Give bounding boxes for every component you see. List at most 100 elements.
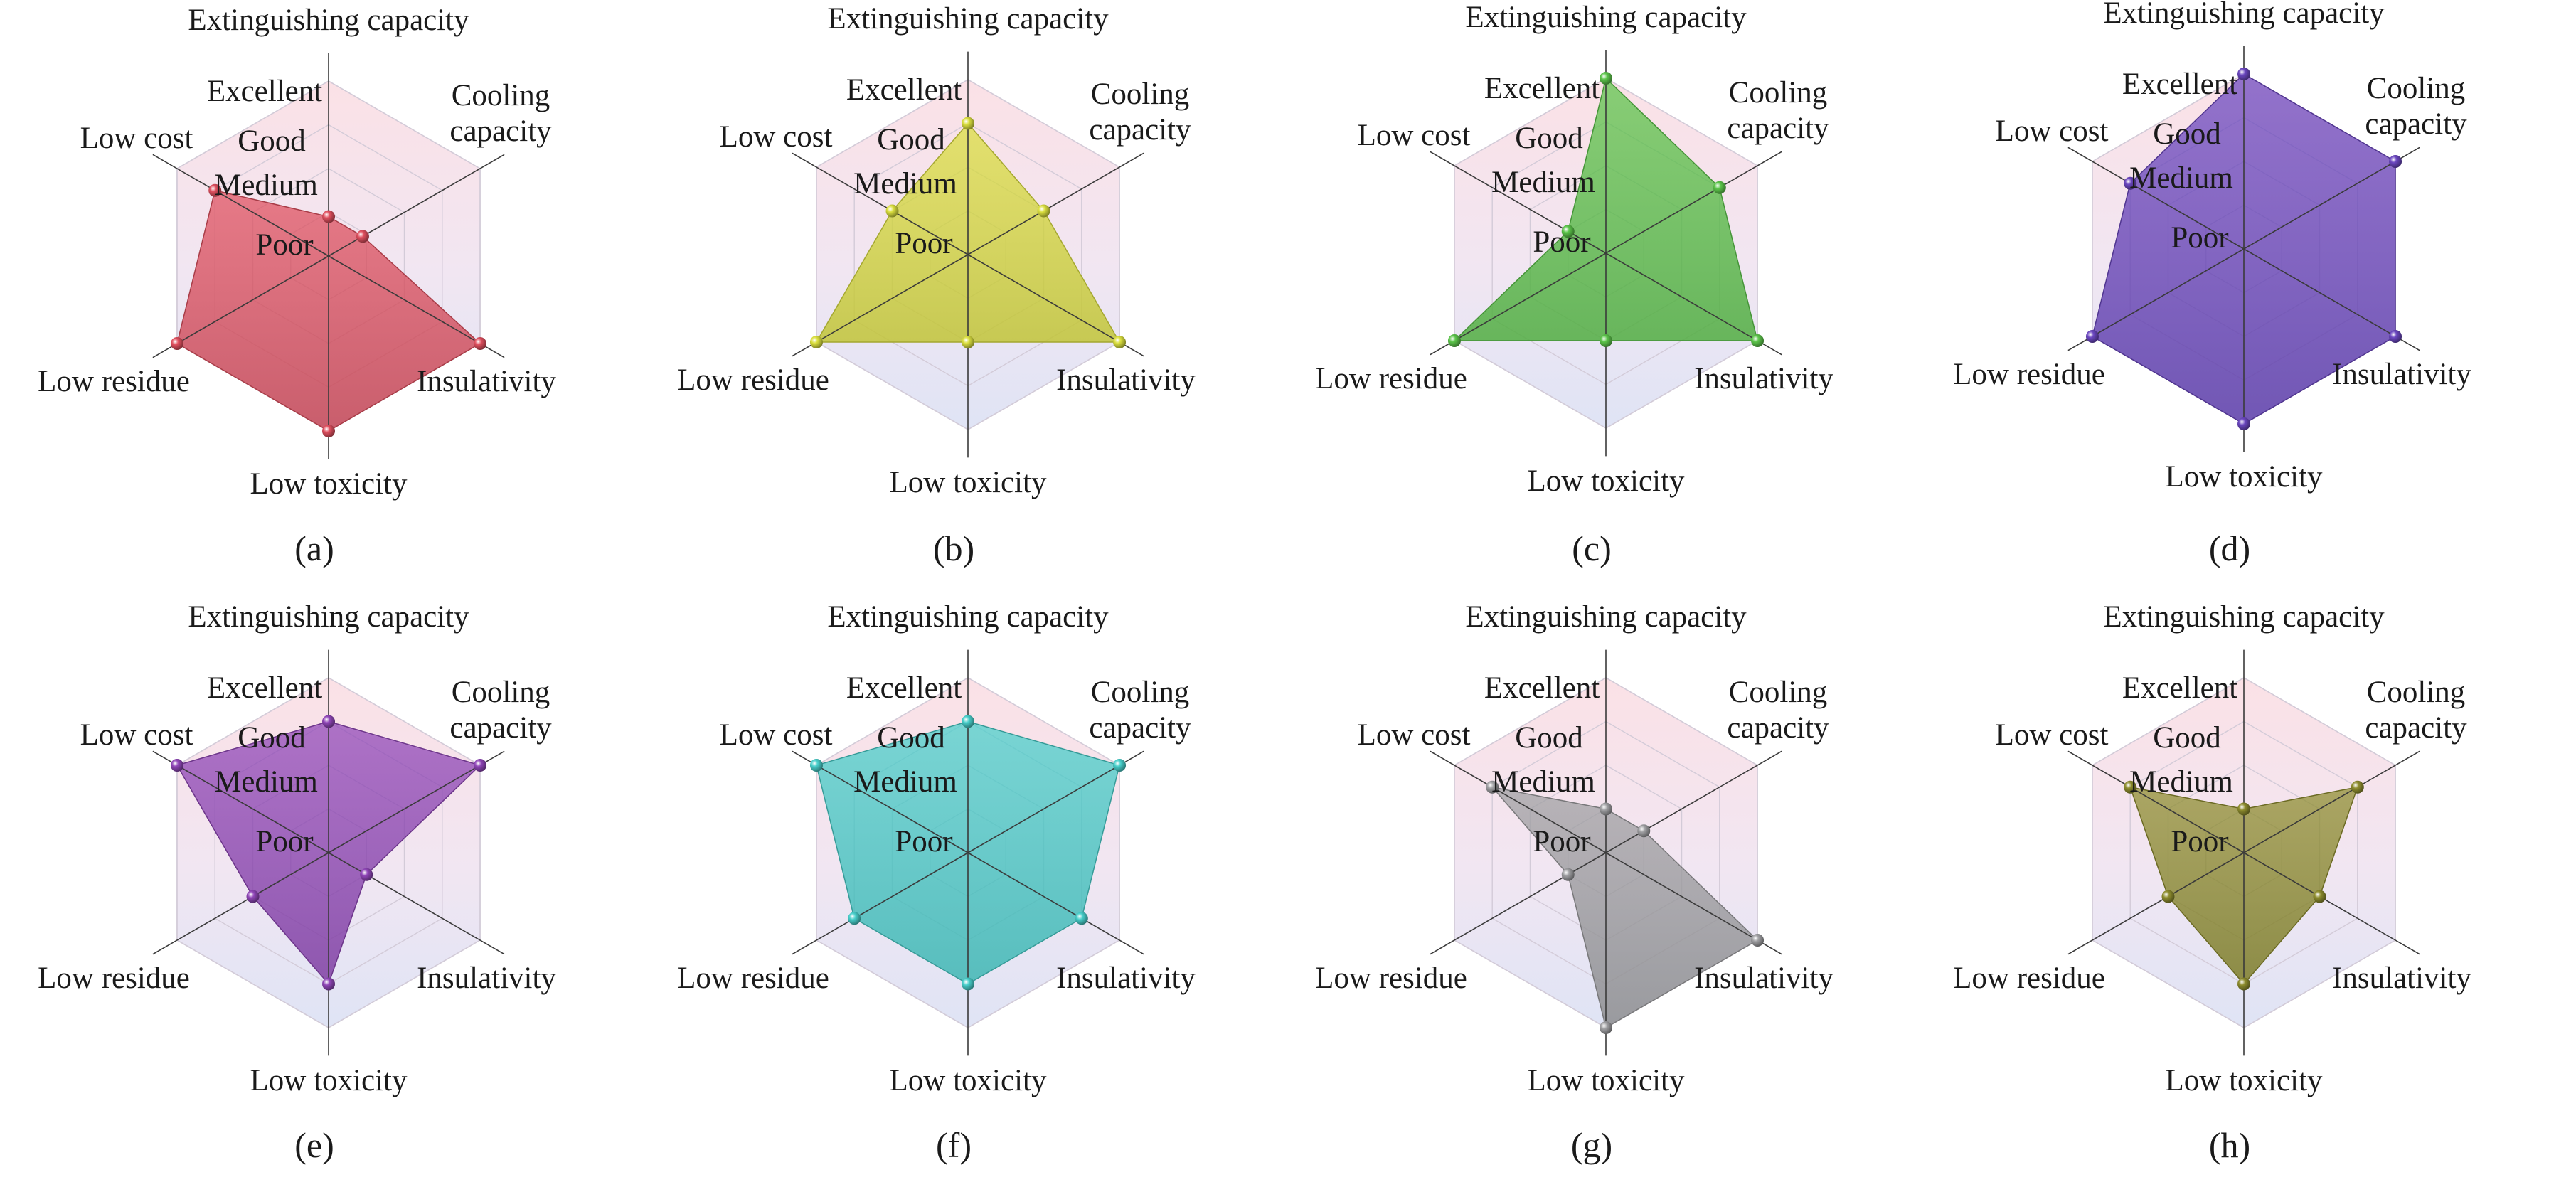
panel-label: (a) <box>294 528 334 568</box>
radar-data-point <box>962 715 974 728</box>
radar-data-point <box>1600 802 1612 816</box>
radar-axis-label: Low residue <box>1315 962 1467 995</box>
radar-level-label: Good <box>1515 122 1583 155</box>
panel-label: (c) <box>1572 528 1612 568</box>
radar-data-point <box>2351 780 2364 794</box>
radar-level-label: Excellent <box>2122 671 2237 705</box>
radar-data-point <box>322 715 335 728</box>
radar-level-label: Poor <box>895 227 952 260</box>
radar-axis-label: Low toxicity <box>2166 460 2323 494</box>
radar-level-label: Excellent <box>1484 72 1600 105</box>
radar-axis-line <box>2067 750 2245 853</box>
panel-label: (g) <box>1571 1125 1612 1165</box>
radar-level-label: Excellent <box>1484 671 1600 705</box>
radar-data-point <box>1600 334 1612 347</box>
radar-axis-label: Extinguishing capacity <box>188 600 469 634</box>
radar-level-label: Good <box>2153 117 2221 151</box>
radar-axis-label: Extinguishing capacity <box>1465 600 1747 634</box>
radar-axis-label: Extinguishing capacity <box>2103 0 2385 30</box>
radar-data-point <box>170 759 183 772</box>
radar-level-label: Excellent <box>846 671 962 705</box>
radar-axis-label: Low toxicity <box>1528 464 1685 498</box>
radar-axis-label: Insulativity <box>1056 363 1196 397</box>
radar-data-point <box>2237 802 2250 816</box>
radar-data-point <box>1447 334 1461 347</box>
radar-data-point <box>1113 759 1127 772</box>
radar-data-point <box>1637 824 1651 838</box>
radar-data-point <box>2389 330 2402 343</box>
radar-axis-label: Low residue <box>677 363 829 397</box>
radar-data-point <box>1113 336 1127 348</box>
radar-level-label: Excellent <box>846 73 962 107</box>
radar-axis-line <box>792 152 969 255</box>
radar-level-label: Good <box>877 123 945 156</box>
radar-data-point <box>2085 330 2099 343</box>
panel-label: (h) <box>2209 1125 2250 1165</box>
radar-axis-line <box>792 852 969 955</box>
radar-axis-label: Low toxicity <box>1528 1064 1685 1097</box>
radar-axis-label: Low toxicity <box>890 466 1047 499</box>
radar-axis-label: Low cost <box>80 718 193 752</box>
radar-panel-h: Poor Medium Good Excellent Extinguishing cap… <box>1953 600 2471 1165</box>
radar-data-point <box>208 183 222 197</box>
radar-level-label: Medium <box>1491 166 1595 199</box>
radar-axis-label: Extinguishing capacity <box>2103 600 2385 634</box>
radar-axis-line <box>1605 750 1782 853</box>
radar-axis-label: Low residue <box>677 962 829 995</box>
radar-axis-label: Low cost <box>1358 119 1471 152</box>
radar-level-label: Good <box>2153 721 2221 755</box>
radar-axis-label: Extinguishing capacity <box>827 600 1109 634</box>
radar-axis-line <box>1430 852 1607 955</box>
radar-axis-line <box>2067 852 2245 955</box>
radar-axis-line <box>967 852 1144 955</box>
radar-level-label: Medium <box>853 765 957 799</box>
radar-axis-line <box>1605 151 1782 254</box>
radar-data-point <box>962 117 974 130</box>
panel-label: (d) <box>2209 528 2250 568</box>
radar-axis-label: Insulativity <box>1694 962 1833 995</box>
panel-label: (b) <box>933 528 974 568</box>
radar-level-label: Poor <box>2171 221 2228 255</box>
radar-level-label: Poor <box>2171 825 2228 858</box>
radar-axis-line <box>152 154 329 257</box>
radar-axis-label: Low cost <box>720 718 833 752</box>
radar-data-point <box>962 977 974 991</box>
radar-axis-label: Insulativity <box>2332 962 2471 995</box>
radar-data-point <box>322 977 335 991</box>
radar-axis-label: Low cost <box>1996 115 2109 148</box>
radar-level-label: Medium <box>2129 765 2233 799</box>
radar-axis-label: Extinguishing capacity <box>827 2 1109 36</box>
radar-axis-label: Low cost <box>1996 718 2109 752</box>
radar-axis-label: Insulativity <box>417 365 556 398</box>
radar-data-point <box>1600 1021 1612 1034</box>
radar-level-label: Good <box>238 124 306 158</box>
radar-axis-line <box>1430 750 1607 853</box>
radar-axis-label: Insulativity <box>1056 962 1196 995</box>
radar-data-point <box>1600 72 1612 85</box>
radar-level-label: Good <box>238 721 306 755</box>
radar-data-point <box>2237 417 2250 430</box>
radar-level-label: Medium <box>2129 161 2233 195</box>
radar-level-label: Good <box>1515 721 1583 755</box>
radar-level-label: Excellent <box>2122 68 2237 101</box>
radar-data-point <box>2124 176 2137 190</box>
radar-level-label: Medium <box>214 169 318 202</box>
radar-data-point <box>2389 155 2402 168</box>
radar-data-point <box>1713 181 1726 194</box>
radar-data-point <box>809 759 823 772</box>
radar-level-label: Excellent <box>207 671 322 705</box>
radar-axis-label: Insulativity <box>417 962 556 995</box>
radar-axis-label: Low toxicity <box>2166 1064 2323 1097</box>
